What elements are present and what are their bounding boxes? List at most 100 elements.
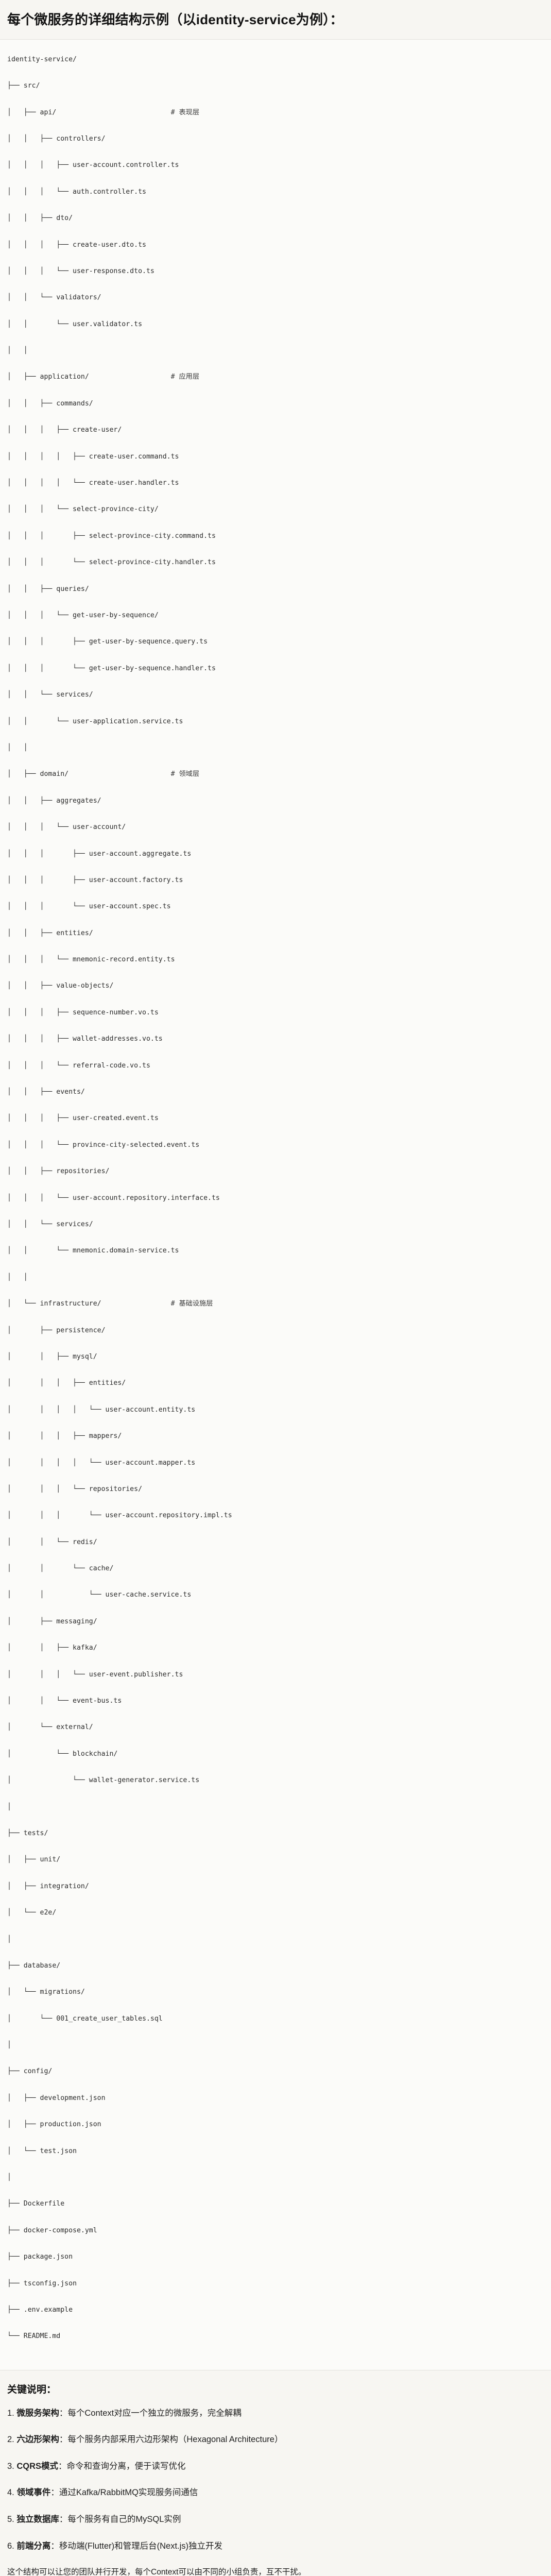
tree-line: │ │ └── services/	[7, 691, 93, 699]
key-note-item: 5. 独立数据库：每个服务有自己的MySQL实例	[7, 2513, 544, 2527]
tree-line: │ ├── integration/	[7, 1882, 89, 1890]
tree-line: │ │ │ └── select-province-city/	[7, 505, 159, 514]
tree-line: │ │ │ └── user-account.spec.ts	[7, 903, 171, 911]
tree-line: │ │ └── event-bus.ts	[7, 1697, 122, 1705]
tree-line: │	[7, 1803, 11, 1811]
tree-line: │ │ │ ├── user-created.event.ts	[7, 1114, 159, 1123]
tree-line: │ │ │ ├── select-province-city.command.t…	[7, 532, 216, 540]
tree-line: │ │ ├── repositories/	[7, 1167, 110, 1176]
key-note-description: ：移动端(Flutter)和管理后台(Next.js)独立开发	[50, 2541, 223, 2551]
tree-line-comment: # 应用层	[170, 373, 200, 381]
key-note-number: 4.	[7, 2488, 17, 2498]
tree-line: ├── tests/	[7, 1829, 48, 1837]
tree-line: │ │ │ └── user-account.repository.impl.t…	[7, 1512, 232, 1520]
tree-line: ├── src/	[7, 82, 40, 90]
tree-line: ├── config/	[7, 2067, 53, 2076]
tree-line: │ │ ├── mysql/	[7, 1352, 97, 1361]
tree-line: │ │ └── cache/	[7, 1565, 114, 1573]
tree-line: │ │ │ │ └── user-account.mapper.ts	[7, 1459, 196, 1467]
key-note-term: 独立数据库	[16, 2515, 59, 2524]
tree-line: │ │ │ │ └── user-account.entity.ts	[7, 1405, 196, 1414]
tree-line: │ │ │ ├── user-account.aggregate.ts	[7, 850, 192, 858]
key-note-number: 3.	[7, 2461, 17, 2471]
tree-line: │ │ └── user-cache.service.ts	[7, 1591, 192, 1599]
tree-line: │ │ │ ├── user-account.factory.ts	[7, 876, 183, 884]
key-note-description: ：命令和查询分离，便于读写优化	[58, 2461, 186, 2471]
tree-line: │ │ │ │ └── create-user.handler.ts	[7, 479, 179, 487]
page-header: 每个微服务的详细结构示例（以identity-service为例）：	[0, 0, 551, 40]
tree-line: │ │ ├── aggregates/	[7, 796, 101, 805]
tree-line: │ │ │ └── repositories/	[7, 1485, 143, 1493]
tree-line: ├── Dockerfile	[7, 2200, 65, 2208]
key-note-term: 前端分离	[16, 2541, 51, 2551]
tree-line: ├── .env.example	[7, 2306, 73, 2314]
tree-line: │ │	[7, 1273, 28, 1281]
tree-line: ├── tsconfig.json	[7, 2279, 77, 2287]
key-note-description: ：每个服务有自己的MySQL实例	[59, 2515, 181, 2524]
tree-line: │ │ │ └── mnemonic-record.entity.ts	[7, 956, 175, 964]
tree-line: │ │ │ └── get-user-by-sequence/	[7, 612, 159, 619]
key-notes-closing: 这个结构可以让您的团队并行开发，每个Context可以由不同的小组负责，互不干扰…	[7, 2568, 306, 2576]
key-note-term: CQRS模式	[16, 2461, 59, 2471]
key-note-description: ：通过Kafka/RabbitMQ实现服务间通信	[50, 2488, 198, 2498]
tree-line: │ └── blockchain/	[7, 1750, 118, 1758]
tree-line: │ │ │ ├── create-user.dto.ts	[7, 241, 146, 249]
key-note-term: 微服务架构	[16, 2408, 59, 2418]
tree-line: │ │ │ └── user-account/	[7, 823, 126, 832]
tree-line: │ │ └── validators/	[7, 294, 101, 302]
key-note-number: 5.	[7, 2515, 17, 2524]
tree-line: │ │ ├── queries/	[7, 585, 89, 593]
tree-line: │ │ │ └── province-city-selected.event.t…	[7, 1141, 200, 1149]
key-notes-list: 1. 微服务架构：每个Context对应一个独立的微服务，完全解耦 2. 六边形架…	[7, 2407, 544, 2553]
tree-line: │ │ │ ├── entities/	[7, 1379, 126, 1387]
key-note-number: 6.	[7, 2541, 17, 2551]
key-note-number: 1.	[7, 2408, 17, 2418]
tree-line: ├── package.json	[7, 2253, 73, 2261]
key-note-item: 2. 六边形架构：每个服务内部采用六边形架构（Hexagonal Archite…	[7, 2433, 544, 2447]
tree-line: │ │ │ └── user-event.publisher.ts	[7, 1670, 183, 1679]
tree-line: │ └── e2e/	[7, 1909, 57, 1917]
key-note-item: 4. 领域事件：通过Kafka/RabbitMQ实现服务间通信	[7, 2486, 544, 2500]
key-note-item: 6. 前端分离：移动端(Flutter)和管理后台(Next.js)独立开发	[7, 2540, 544, 2553]
tree-line: │ │ ├── value-objects/	[7, 982, 114, 990]
tree-line: │ │ │ └── user-response.dto.ts	[7, 267, 154, 275]
tree-line: │ ├── production.json	[7, 2121, 101, 2129]
tree-line: │ └── test.json	[7, 2147, 77, 2155]
directory-tree: identity-service/ ├── src/ │ ├── api/ # …	[7, 53, 544, 2357]
tree-line: │ │	[7, 347, 28, 355]
tree-line: │ └── wallet-generator.service.ts	[7, 1776, 200, 1785]
tree-line: │ │ │ ├── get-user-by-sequence.query.ts	[7, 638, 208, 646]
key-note-description: ：每个Context对应一个独立的微服务，完全解耦	[59, 2408, 242, 2418]
tree-line: │ │ │ ├── mappers/	[7, 1432, 122, 1440]
key-notes-title: 关键说明：	[7, 2384, 57, 2395]
tree-line: │ │ │ └── user-account.repository.interf…	[7, 1194, 220, 1202]
tree-line: │ │ └── services/	[7, 1220, 93, 1228]
key-note-description: ：每个服务内部采用六边形架构（Hexagonal Architecture）	[59, 2435, 283, 2445]
tree-line: │ └── infrastructure/ # 基础设施层	[7, 1300, 213, 1308]
tree-line: │ │ └── redis/	[7, 1538, 97, 1546]
tree-line: │ ├── development.json	[7, 2094, 106, 2102]
tree-line: │ │ ├── dto/	[7, 214, 73, 223]
tree-line: │ │ │ └── select-province-city.handler.t…	[7, 558, 216, 567]
tree-line-comment: # 领域层	[170, 770, 200, 778]
tree-line: │ │ │ │ ├── create-user.command.ts	[7, 452, 179, 461]
tree-line: │ │ │ ├── user-account.controller.ts	[7, 161, 179, 170]
tree-line: ├── database/	[7, 1961, 61, 1970]
key-note-number: 2.	[7, 2435, 17, 2445]
tree-line: │ └── migrations/	[7, 1988, 85, 1996]
tree-line: │ ├── unit/	[7, 1856, 61, 1864]
tree-line: │ ├── persistence/	[7, 1326, 106, 1334]
tree-line: identity-service/	[7, 55, 77, 63]
tree-line: │ │ │ └── get-user-by-sequence.handler.t…	[7, 664, 216, 672]
tree-line: │ ├── messaging/	[7, 1617, 97, 1625]
tree-line: │ │ └── user.validator.ts	[7, 320, 143, 328]
tree-line: │ │ ├── kafka/	[7, 1644, 97, 1652]
key-note-term: 领域事件	[16, 2488, 51, 2498]
tree-line: │ ├── domain/ # 领域层	[7, 770, 200, 778]
tree-line: │ │ │ ├── sequence-number.vo.ts	[7, 1008, 159, 1016]
page-title: 每个微服务的详细结构示例（以identity-service为例）：	[7, 12, 343, 27]
tree-line-comment: # 表现层	[170, 108, 200, 116]
tree-line: │ │ ├── entities/	[7, 929, 93, 937]
tree-line: └── README.md	[7, 2332, 61, 2341]
tree-line: │ │ ├── controllers/	[7, 134, 106, 143]
